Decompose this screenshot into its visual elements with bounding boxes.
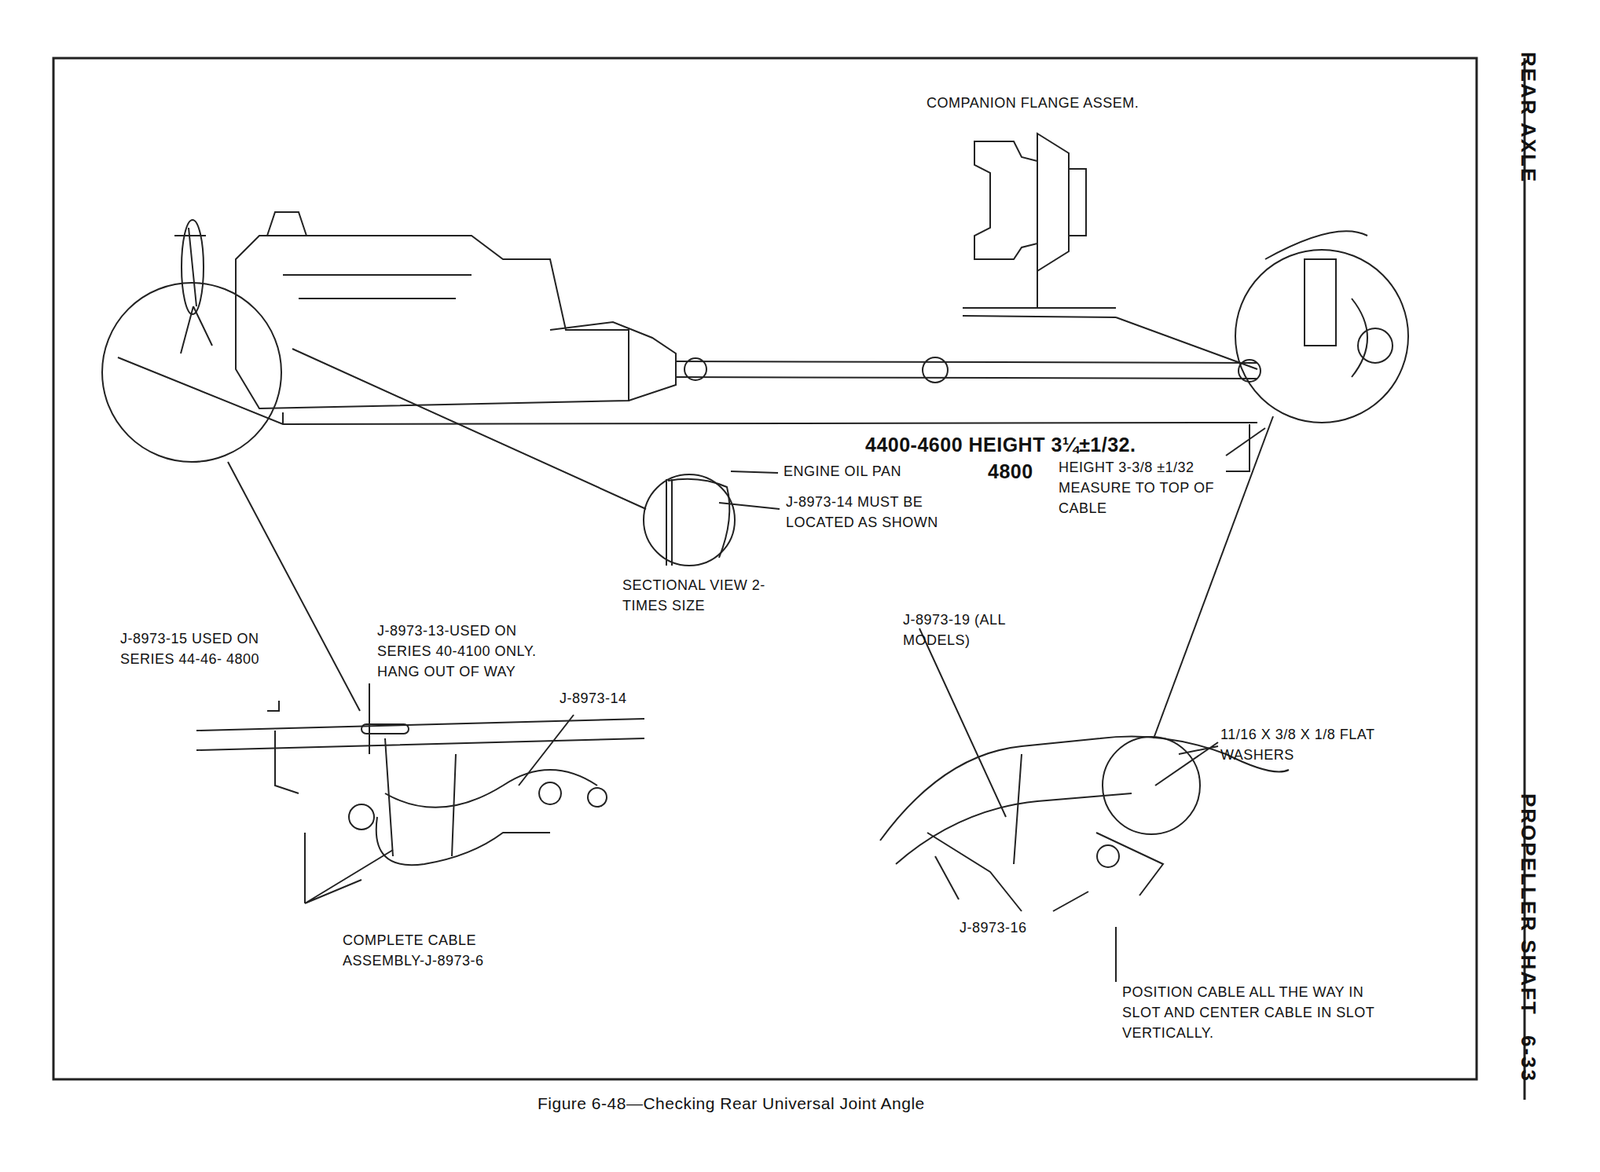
- part-label: 4400-4600 HEIGHT 3¼±1/32.: [865, 430, 1136, 459]
- part-label: ENGINE OIL PAN: [783, 461, 902, 482]
- figure-caption: Figure 6-48—Checking Rear Universal Join…: [537, 1092, 925, 1116]
- section-heading: PROPELLER SHAFT: [1512, 793, 1543, 1017]
- part-label: J-8973-16: [959, 917, 1028, 939]
- part-label: J-8973-13-USED ON SERIES 40-4100 ONLY. H…: [377, 620, 566, 683]
- part-label: POSITION CABLE ALL THE WAY IN SLOT AND C…: [1122, 982, 1386, 1044]
- part-label: 4800: [987, 457, 1034, 486]
- part-label: SECTIONAL VIEW 2-TIMES SIZE: [622, 575, 772, 617]
- section-heading: REAR AXLE: [1512, 51, 1543, 184]
- part-label: 11/16 X 3/8 X 1/8 FLAT WASHERS: [1220, 724, 1398, 766]
- section-heading: 6-33: [1512, 1035, 1543, 1083]
- part-label: J-8973-14: [559, 688, 628, 709]
- part-label: J-8973-15 USED ON SERIES 44-46- 4800: [120, 628, 266, 670]
- part-label: J-8973-19 (ALL MODELS): [902, 609, 1045, 651]
- part-label: COMPLETE CABLE ASSEMBLY-J-8973-6: [342, 930, 555, 972]
- part-label: HEIGHT 3-3/8 ±1/32 MEASURE TO TOP OF CAB…: [1058, 457, 1220, 519]
- part-label: J-8973-14 MUST BE LOCATED AS SHOWN: [785, 491, 967, 533]
- part-label: COMPANION FLANGE ASSEM.: [926, 92, 1139, 114]
